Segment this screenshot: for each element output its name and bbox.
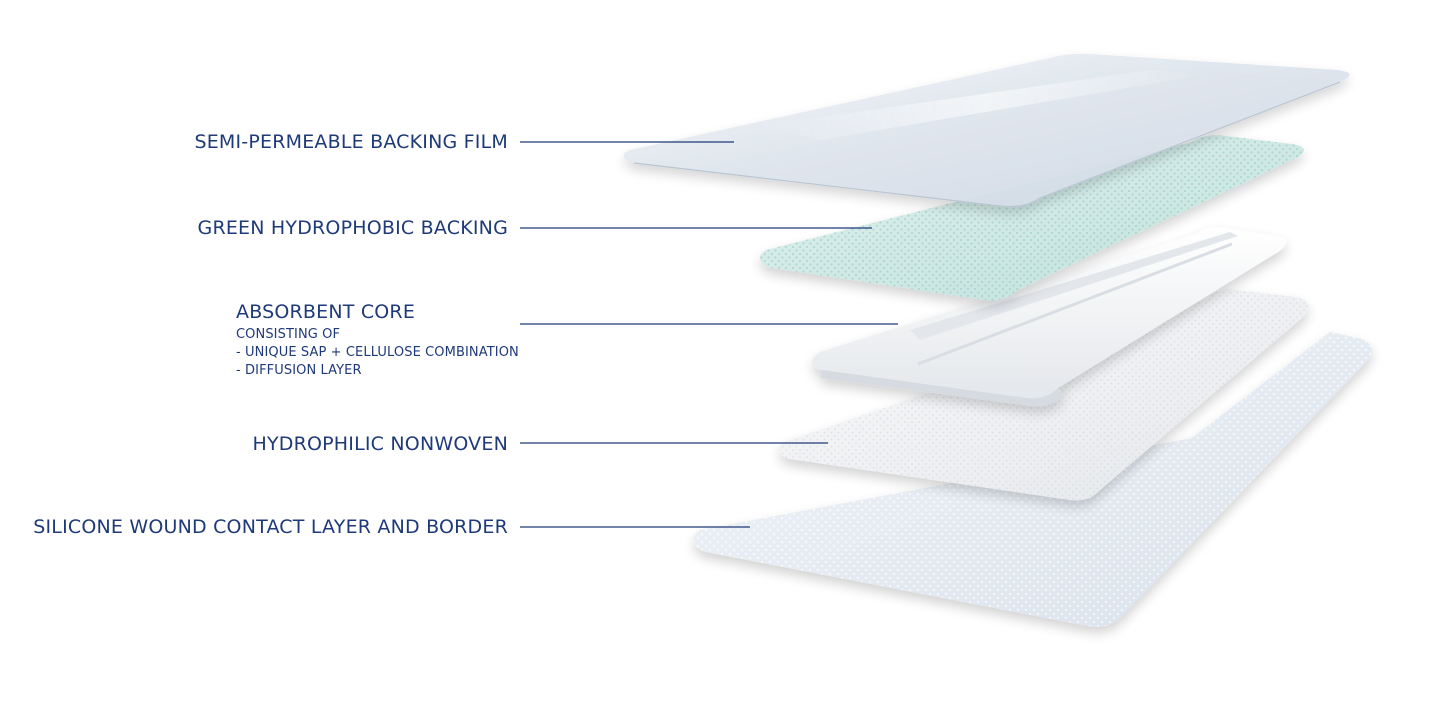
backing-film-shape [623,53,1350,208]
absorbent-core-detail: CONSISTING OF [236,327,341,342]
label-silicone-layer: SILICONE WOUND CONTACT LAYER AND BORDER [33,516,508,538]
absorbent-core-detail: - UNIQUE SAP + CELLULOSE COMBINATION [236,345,519,360]
label-backing-film: SEMI-PERMEABLE BACKING FILM [194,131,508,153]
label-hydrophilic-nonwoven: HYDROPHILIC NONWOVEN [252,433,508,455]
absorbent-core-detail: - DIFFUSION LAYER [236,363,362,378]
label-absorbent-core: ABSORBENT CORE CONSISTING OF - UNIQUE SA… [236,301,519,380]
label-green-backing: GREEN HYDROPHOBIC BACKING [197,217,508,239]
green-backing-shape [759,135,1304,301]
absorbent-core-title: ABSORBENT CORE [236,301,416,323]
absorbent-core-shape [811,227,1287,407]
